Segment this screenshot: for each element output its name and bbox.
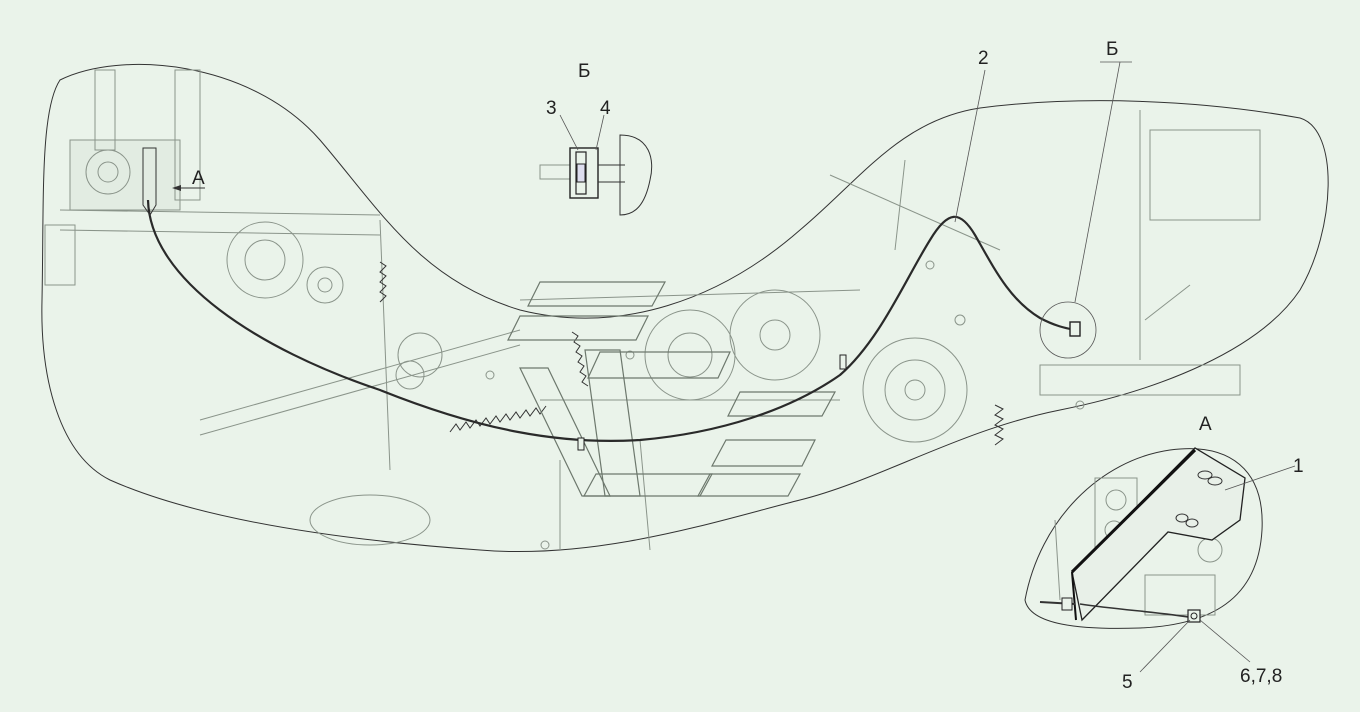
machinery-lines (44, 69, 1261, 551)
view-a-main-label: А (192, 168, 205, 189)
callout-2: 2 (978, 48, 989, 69)
callout-3: 3 (546, 98, 557, 119)
view-a-arrow (172, 185, 205, 191)
cable-end-fitting (1069, 321, 1081, 337)
cable (146, 199, 1076, 443)
view-b-circle (1039, 301, 1097, 359)
callout-5: 5 (1122, 672, 1133, 693)
view-b-main-label: Б (1106, 39, 1118, 60)
view-a-detail-label: А (1199, 414, 1212, 435)
callout-1: 1 (1293, 456, 1304, 477)
cable-clamp-2 (839, 354, 847, 370)
cable-clamp-1 (577, 437, 585, 451)
detail-a (1024, 447, 1296, 673)
callout-4: 4 (600, 98, 611, 119)
left-bracket (142, 147, 157, 216)
detail-b (539, 114, 653, 216)
springs (379, 261, 1004, 446)
main-view-outline (41, 63, 1329, 553)
callout-6-7-8: 6,7,8 (1240, 666, 1282, 687)
view-b-detail-label: Б (578, 61, 590, 82)
watermark-logo (507, 281, 837, 497)
